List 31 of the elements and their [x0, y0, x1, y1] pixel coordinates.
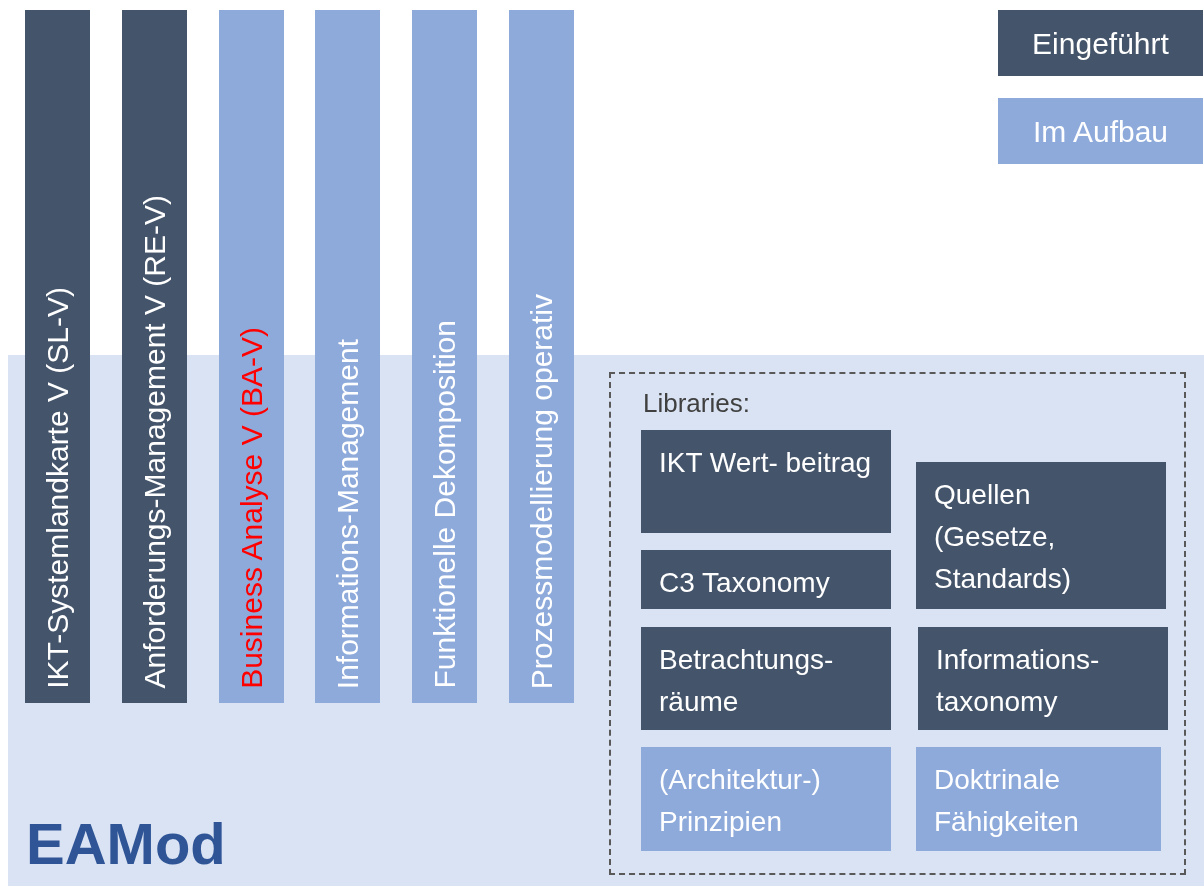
legend-label: Eingeführt: [1032, 25, 1169, 62]
panel-title: EAMod: [26, 812, 226, 876]
bar-label: Funktionelle Dekomposition: [429, 320, 460, 689]
library-box: [641, 550, 891, 609]
box-label: IKT Wert- beitrag: [659, 446, 872, 480]
library-box: [641, 747, 891, 851]
box-label: Quellen (Gesetze, Standards): [934, 478, 1072, 596]
column-bar: [509, 10, 574, 703]
frame-heading: Libraries:: [643, 387, 750, 420]
library-box: [916, 747, 1161, 851]
bar-label: IKT-Systemlandkarte V (SL-V): [42, 287, 73, 689]
box-label: (Architektur-) Prinzipien: [659, 763, 822, 839]
legend-label: Im Aufbau: [1032, 113, 1169, 150]
bar-label: Prozessmodellierung operativ: [526, 293, 557, 689]
column-bar: [412, 10, 477, 703]
column-bar: [25, 10, 90, 703]
column-bar: [219, 10, 284, 703]
library-box: [641, 430, 891, 533]
box-label: Informations- taxonomy: [936, 643, 1101, 719]
bar-label: Informations-Management: [332, 338, 363, 689]
dashed-frame: [609, 372, 1186, 875]
library-box: [918, 627, 1168, 730]
bar-label: Business Analyse V (BA-V): [236, 327, 267, 689]
library-box: [916, 462, 1166, 609]
bar-label: Anforderungs-Management V (RE-V): [139, 195, 170, 689]
column-bar: [315, 10, 380, 703]
box-label: Doktrinale Fähigkeiten: [934, 763, 1080, 839]
column-bar: [122, 10, 187, 703]
box-label: Betrachtungs- räume: [659, 643, 835, 719]
library-box: [641, 627, 891, 730]
box-label: C3 Taxonomy: [659, 566, 830, 600]
